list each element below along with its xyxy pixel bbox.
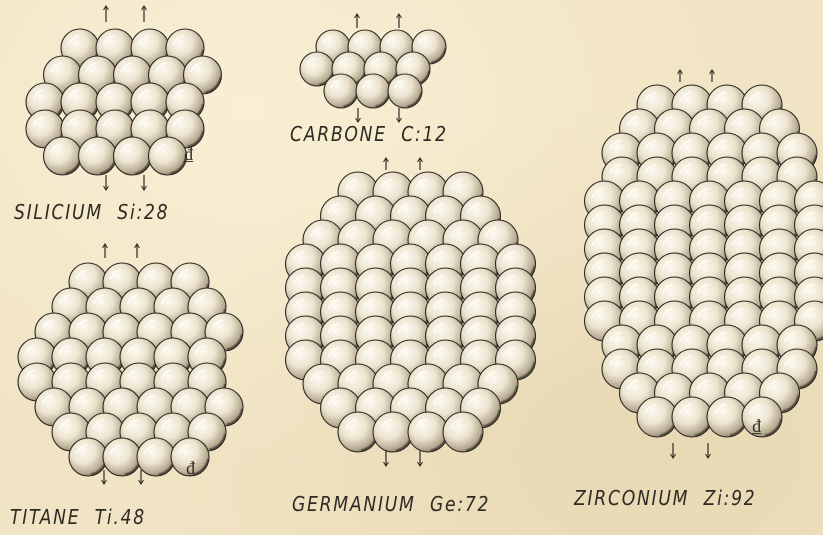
- axis-tick: [384, 450, 389, 466]
- axis-tick: [678, 70, 683, 82]
- atom-sphere: [44, 137, 82, 175]
- axis-tick: [706, 443, 711, 458]
- axis-tick: [103, 244, 108, 258]
- element-name-zirconium: ZIRCONIUM: [574, 486, 689, 510]
- element-name-titane: TITANE: [10, 505, 80, 529]
- axis-tick: [384, 158, 389, 170]
- cluster-zirconium: [585, 85, 823, 437]
- atom-sphere: [338, 412, 378, 452]
- atom-sphere: [672, 397, 712, 437]
- axis-tick: [418, 450, 423, 466]
- axis-tick: [135, 244, 140, 258]
- atom-sphere: [103, 438, 141, 476]
- label-zirconium: ZIRCONIUM Zi:92: [574, 486, 756, 510]
- atom-sphere: [137, 438, 175, 476]
- axis-tick: [104, 175, 109, 190]
- atom-sphere: [79, 137, 117, 175]
- cluster-titane: [18, 263, 243, 476]
- cluster-germanium: [286, 172, 536, 452]
- element-name-germanium: GERMANIUM: [292, 492, 416, 516]
- axis-tick: [142, 175, 147, 190]
- atom-sphere: [149, 137, 187, 175]
- atom-sphere: [69, 438, 107, 476]
- atom-sphere: [707, 397, 747, 437]
- element-name-silicium: SILICIUM: [14, 200, 103, 224]
- axis-tick: [355, 14, 360, 28]
- cluster-carbone: [300, 30, 446, 108]
- axis-tick: [104, 6, 109, 22]
- atom-sphere: [356, 74, 390, 108]
- atom-sphere: [443, 412, 483, 452]
- atom-sphere: [388, 74, 422, 108]
- label-germanium: GERMANIUM Ge:72: [292, 492, 490, 516]
- atom-sphere: [324, 74, 358, 108]
- atom-sphere: [114, 137, 152, 175]
- axis-tick: [418, 158, 423, 170]
- element-symbol-germanium: Ge:72: [430, 492, 490, 516]
- axis-tick: [710, 70, 715, 82]
- axis-tick: [671, 443, 676, 458]
- monogram-mark: ₫: [751, 416, 762, 437]
- axis-tick: [139, 470, 144, 484]
- element-name-carbone: CARBONE: [290, 122, 387, 146]
- atom-sphere: [373, 412, 413, 452]
- atom-sphere: [742, 397, 782, 437]
- atom-sphere: [408, 412, 448, 452]
- axis-tick: [397, 108, 402, 122]
- monogram-mark: ₫: [183, 144, 194, 165]
- axis-tick: [142, 6, 147, 22]
- axis-tick: [102, 470, 107, 484]
- element-symbol-carbone: C:12: [401, 122, 448, 146]
- element-symbol-zirconium: Zi:92: [704, 486, 757, 510]
- atom-sphere: [637, 397, 677, 437]
- label-titane: TITANE Ti.48: [10, 505, 146, 529]
- label-silicium: SILICIUM Si:28: [14, 200, 169, 224]
- axis-tick: [397, 14, 402, 28]
- monogram-mark: ₫: [185, 458, 196, 479]
- axis-tick: [356, 108, 361, 122]
- label-carbone: CARBONE C:12: [290, 122, 448, 146]
- element-symbol-silicium: Si:28: [117, 200, 169, 224]
- element-symbol-titane: Ti.48: [95, 505, 146, 529]
